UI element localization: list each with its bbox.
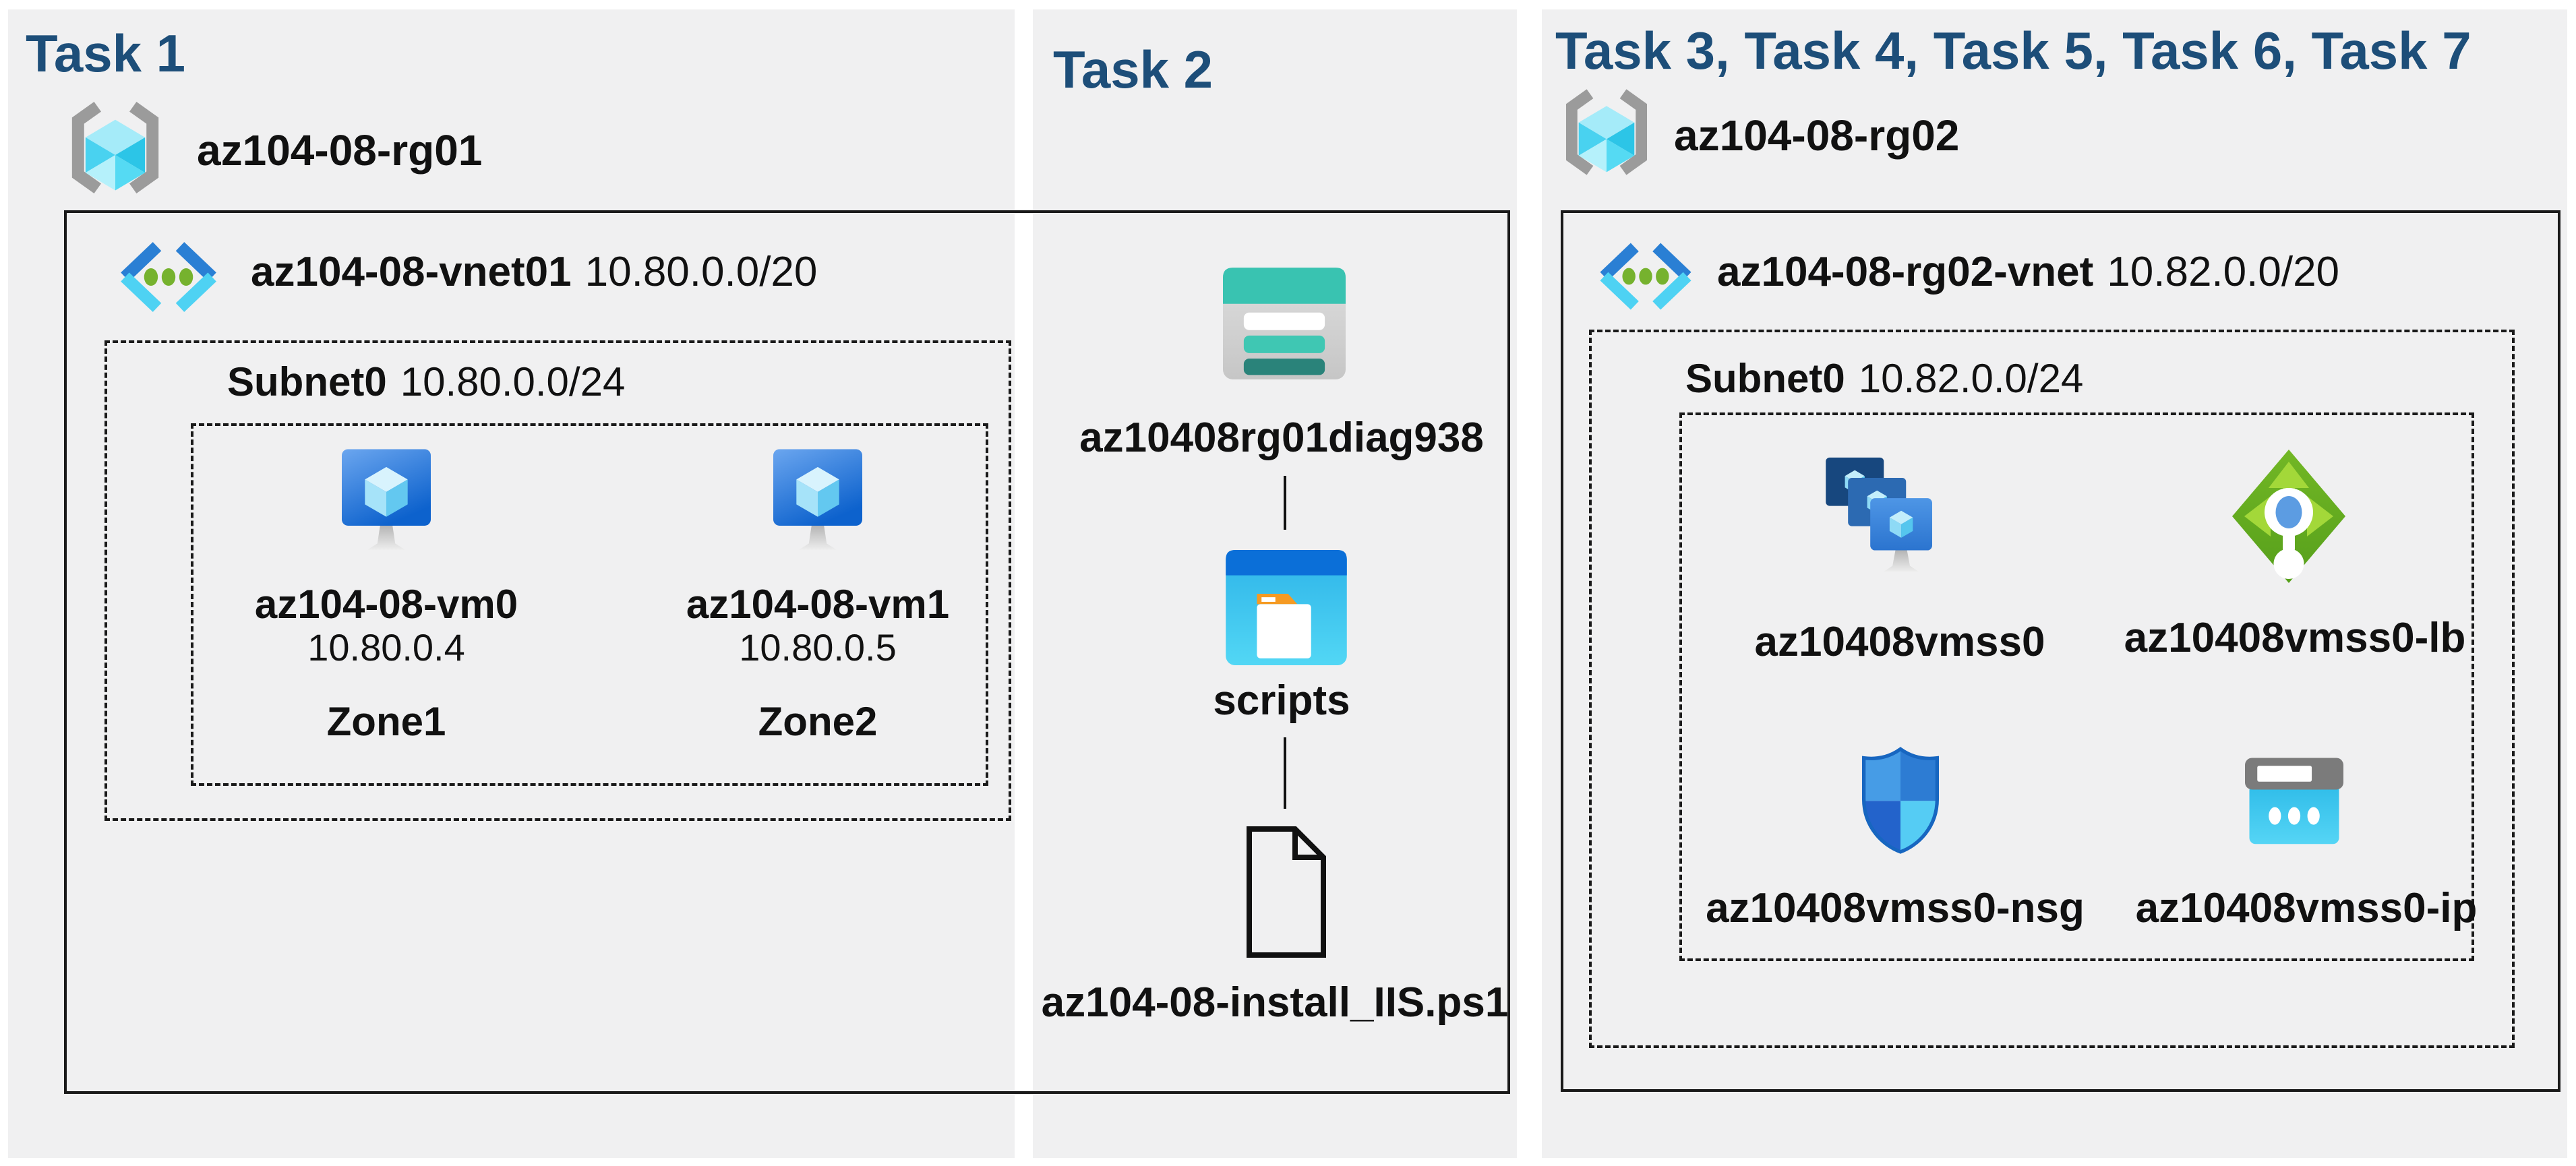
vm-scale-set-icon [1826, 457, 1932, 572]
task2-title: Task 2 [1053, 40, 1214, 99]
virtual-network-icon [111, 240, 226, 314]
network-security-group-icon [1861, 747, 1940, 854]
rg01-boundary-box [64, 210, 1510, 1094]
vnet-label: az104-08-rg02-vnet 10.82.0.0/20 [1717, 248, 2339, 296]
vm-zone: Zone2 [758, 699, 878, 744]
virtual-machine-icon [342, 449, 431, 550]
vm-name: az104-08-vm1 [686, 582, 950, 627]
vm-ip: 10.80.0.4 [307, 626, 465, 669]
vm-name: az104-08-vm0 [254, 582, 518, 627]
resource-group-icon [1559, 85, 1654, 179]
subnet-name: Subnet0 [227, 359, 387, 404]
virtual-network-icon [1591, 240, 1700, 313]
vnet-name: az104-08-vnet01 [251, 249, 572, 295]
vnet-cidr: 10.82.0.0/20 [2107, 249, 2340, 295]
public-ip-icon [2245, 758, 2343, 845]
nsg-name: az10408vmss0-nsg [1706, 885, 2085, 931]
subnet-label: Subnet0 10.82.0.0/24 [1685, 355, 2083, 402]
document-icon [1247, 826, 1326, 958]
vnet-name: az104-08-rg02-vnet [1717, 249, 2094, 295]
script-file-name: az104-08-install_IIS.ps1 [1041, 979, 1509, 1026]
connector-line [1284, 476, 1286, 530]
vm-ip: 10.80.0.5 [739, 626, 897, 669]
load-balancer-icon [2232, 450, 2345, 583]
storage-account-icon [1223, 268, 1346, 379]
virtual-machine-icon [773, 449, 862, 550]
vm-zone: Zone1 [326, 699, 446, 744]
resource-group-icon [64, 101, 167, 194]
subnet-label: Subnet0 10.80.0.0/24 [227, 359, 625, 405]
vnet-label: az104-08-vnet01 10.80.0.0/20 [251, 248, 817, 296]
task3-7-title: Task 3, Task 4, Task 5, Task 6, Task 7 [1555, 21, 2472, 80]
subnet0-box [1589, 330, 2515, 1048]
subnet-name: Subnet0 [1685, 356, 1845, 401]
task1-title: Task 1 [26, 24, 186, 83]
storage-account-name: az10408rg01diag938 [1079, 415, 1484, 461]
vmss-name: az10408vmss0 [1754, 619, 2045, 665]
vmss-resources-box [1679, 412, 2474, 961]
availability-zones-box [191, 423, 988, 786]
file-share-icon [1226, 550, 1347, 665]
public-ip-name: az10408vmss0-ip [2135, 885, 2478, 931]
subnet-cidr: 10.82.0.0/24 [1858, 356, 2084, 401]
load-balancer-name: az10408vmss0-lb [2124, 615, 2466, 661]
connector-line [1284, 737, 1286, 809]
resource-group-name: az104-08-rg02 [1674, 111, 1960, 160]
subnet-cidr: 10.80.0.0/24 [400, 359, 626, 404]
file-share-name: scripts [1213, 677, 1350, 724]
subnet0-box [104, 340, 1011, 821]
task1-panel [8, 9, 1015, 1158]
task3-7-panel [1542, 9, 2567, 1158]
resource-group-name: az104-08-rg01 [197, 126, 483, 175]
vnet-cidr: 10.80.0.0/20 [585, 249, 818, 295]
rg02-boundary-box [1561, 210, 2560, 1092]
